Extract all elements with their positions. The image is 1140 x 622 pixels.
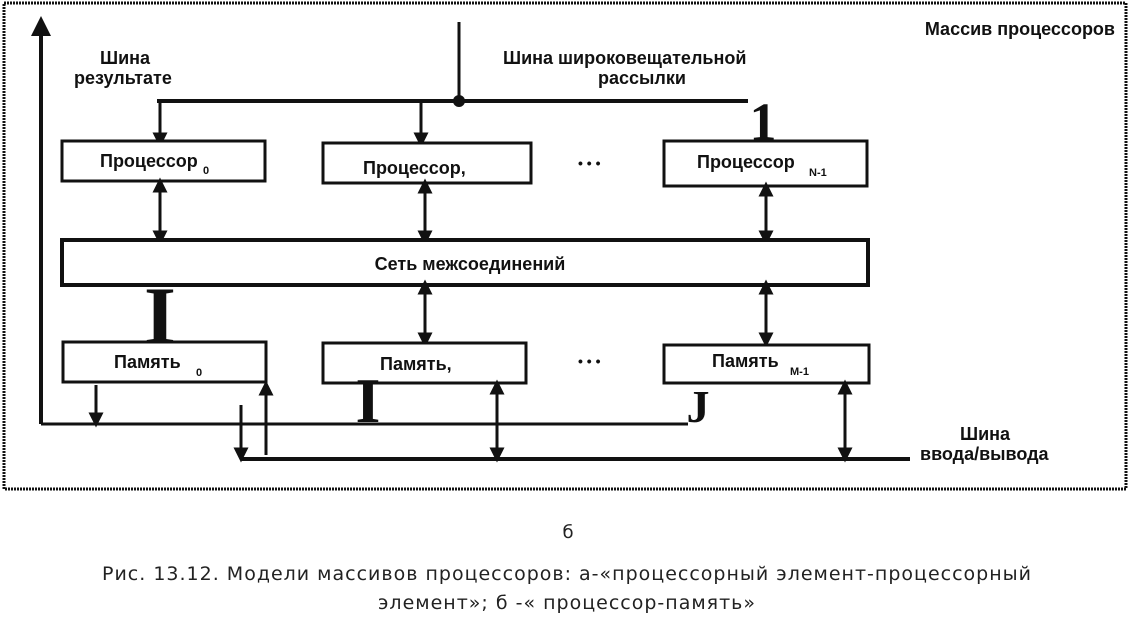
svg-text:Память: Память (114, 352, 181, 372)
memory-ellipsis: • • • (578, 353, 601, 369)
io-bus-label-1: Шина (960, 424, 1011, 444)
memory-m-1: Память M-1 (662, 343, 871, 385)
svg-text:Процессор: Процессор (697, 152, 795, 172)
result-bus-label-2: результате (74, 68, 172, 88)
svg-text:Процессор,: Процессор, (363, 158, 466, 178)
processor-n-1: Процессор N-1 (662, 139, 869, 188)
memory-0: Память 0 (61, 340, 268, 384)
scan-mark-1: 1 (750, 92, 777, 152)
svg-text:N-1: N-1 (809, 167, 827, 179)
processor-1: Процессор, (321, 141, 533, 185)
processor-0: Процессор 0 (60, 139, 267, 183)
sub-caption: б (562, 522, 573, 543)
svg-text:0: 0 (196, 367, 202, 379)
svg-text:Память: Память (712, 351, 779, 371)
outer-frame (2, 1, 1128, 491)
broadcast-bus-label-1: Шина широковещательной (503, 48, 746, 68)
io-bus-label-2: ввода/вывода (920, 444, 1050, 464)
memory-1: Память, (321, 341, 528, 385)
scan-mark-4: J (687, 381, 710, 432)
figure-caption-line-2: элемент»; б -« процессор-память» (378, 592, 756, 614)
svg-text:0: 0 (203, 165, 209, 177)
array-title: Массив процессоров (925, 19, 1115, 39)
processor-ellipsis: • • • (578, 155, 601, 171)
interconnect-network: Сеть межсоединений (60, 238, 870, 287)
svg-text:Память,: Память, (380, 354, 452, 374)
svg-text:Процессор: Процессор (100, 151, 198, 171)
result-bus-label-1: Шина (100, 48, 151, 68)
broadcast-bus-label-2: рассылки (598, 68, 686, 88)
figure-caption-line-1: Рис. 13.12. Модели массивов процессоров:… (102, 563, 1032, 585)
svg-text:Сеть межсоединений: Сеть межсоединений (375, 254, 566, 274)
svg-text:M-1: M-1 (790, 366, 809, 378)
